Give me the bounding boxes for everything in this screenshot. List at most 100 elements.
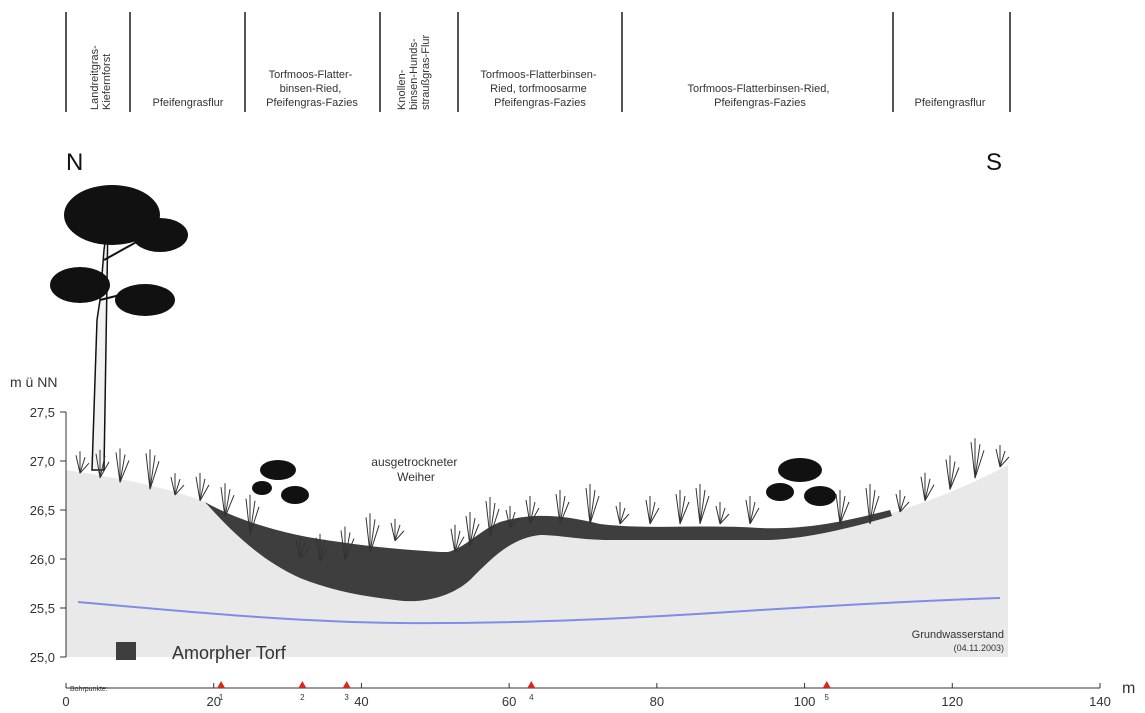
shrub-foliage: [778, 458, 822, 482]
vegetation-header: Landreitgras- Kiefernforst Pfeifengrasfl…: [65, 12, 1011, 112]
unit-line: Torfmoos-Flatter-: [269, 69, 353, 81]
grass-tuft: [920, 472, 935, 501]
shrub-foliage: [252, 481, 272, 495]
tree-canopy: [132, 218, 188, 252]
pine-tree-illustration: [50, 185, 188, 471]
y-axis-label: m ü NN: [10, 374, 57, 390]
tree-canopy: [115, 284, 175, 316]
unit-line: Pfeifengras-Fazies: [266, 97, 358, 109]
unit-landreitgras-kiefernforst: Landreitgras- Kiefernforst: [89, 42, 113, 110]
groundwater-label: Grundwasserstand: [912, 629, 1004, 641]
unit-line: Pfeifengras-Fazies: [714, 97, 806, 109]
grass-tuft: [585, 484, 600, 525]
grass-tuft: [895, 490, 910, 513]
amorphous-peat-layer: [205, 502, 892, 602]
x-tick-label: 100: [794, 694, 816, 709]
grass-tuft: [615, 502, 630, 525]
groundwater-line: [77, 597, 1001, 625]
unit-line: Pfeifengrasflur: [153, 97, 224, 109]
grass-tuft: [645, 496, 660, 525]
bohrpunkte-label: Bohrpunkte:: [70, 686, 108, 693]
borehole-marker: [822, 681, 831, 688]
borehole-marker: [527, 681, 536, 688]
grass-tuft: [295, 536, 310, 559]
grass-tuft: [390, 518, 405, 542]
grass-tuft: [715, 502, 730, 525]
legend-peat-label: Amorpher Torf: [172, 643, 287, 663]
unit-line: Pfeifengras-Fazies: [494, 97, 586, 109]
tree-canopy: [50, 267, 110, 303]
shrub-foliage: [766, 483, 794, 501]
unit-pfeifengrasflur-1: Pfeifengrasflur: [153, 97, 224, 109]
grass-tuft: [450, 524, 465, 553]
y-tick-label: 26,0: [30, 552, 55, 567]
grass-tuft: [485, 497, 500, 538]
borehole-number: 3: [344, 693, 349, 702]
y-tick-label: 27,5: [30, 405, 55, 420]
grass-tuft: [115, 448, 130, 483]
x-tick-label: 120: [941, 694, 963, 709]
grass-tuft: [745, 496, 760, 525]
y-ticks: 27,5 27,0 26,5 26,0 25,5 25,0: [30, 405, 66, 665]
unit-line: Torfmoos-Flatterbinsen-: [480, 69, 596, 81]
borehole-number: 2: [300, 693, 305, 702]
grass-tuft: [245, 494, 260, 535]
unit-line: straußgras-Flur: [420, 34, 432, 110]
grass-tuft: [695, 484, 710, 525]
grass-tuft: [865, 484, 880, 525]
unit-torfmoos-flatterbinsen-ried-2: Torfmoos-Flatterbinsen- Ried, torfmoosar…: [480, 69, 599, 109]
unit-torfmoos-flatterbinsen-ried-3: Torfmoos-Flatterbinsen-Ried, Pfeifengras…: [688, 83, 833, 109]
unit-line: Pfeifengrasflur: [915, 97, 986, 109]
pond-label-line: ausgetrockneter: [371, 455, 457, 469]
borehole-marker: [298, 681, 307, 688]
grass-tuft: [465, 512, 480, 547]
shrub-illustration-left: [252, 460, 309, 504]
grass-tuft: [75, 451, 90, 474]
unit-line: binsen-Ried,: [280, 83, 342, 95]
shrub-foliage: [281, 486, 309, 504]
unit-line: Kiefernforst: [101, 54, 113, 110]
y-tick-label: 25,5: [30, 601, 55, 616]
borehole-number: 4: [529, 693, 534, 702]
shrub-foliage: [804, 486, 836, 506]
grass-vegetation: [75, 438, 1010, 562]
grass-tuft: [525, 496, 540, 525]
tree-trunk: [91, 219, 109, 471]
y-tick-label: 27,0: [30, 454, 55, 469]
grass-tuft: [970, 438, 985, 479]
y-axis: m ü NN 27,5 27,0 26,5 26,0 25,5 25,0: [10, 374, 67, 665]
grass-tuft: [220, 483, 235, 518]
borehole-number: 1: [219, 693, 224, 702]
shrub-illustration-right: [766, 458, 836, 506]
grass-tuft: [945, 455, 960, 490]
x-axis-unit: m: [1122, 680, 1135, 697]
unit-pfeifengrasflur-2: Pfeifengrasflur: [915, 97, 986, 109]
x-tick-label: 80: [650, 694, 664, 709]
unit-line: Knollen-: [396, 69, 408, 110]
grass-tuft: [95, 449, 110, 479]
grass-tuft: [340, 526, 355, 561]
shrub-foliage: [260, 460, 296, 480]
y-tick-label: 26,5: [30, 503, 55, 518]
grass-tuft: [365, 513, 380, 554]
grass-tuft: [170, 473, 185, 496]
pond-label-line: Weiher: [397, 470, 435, 484]
groundwater-date: (04.11.2003): [954, 643, 1004, 653]
north-label: N: [66, 149, 83, 176]
y-tick-label: 25,0: [30, 650, 55, 665]
x-tick-label: 0: [62, 694, 69, 709]
borehole-marker: [342, 681, 351, 688]
unit-line: Landreitgras-: [89, 45, 101, 110]
grass-tuft: [195, 472, 210, 502]
borehole-marker: [217, 681, 226, 688]
unit-line: binsen-Hunds-: [408, 38, 420, 110]
grass-tuft: [315, 533, 330, 562]
grass-tuft: [835, 490, 850, 525]
legend-peat-swatch: [116, 642, 136, 660]
grass-tuft: [995, 445, 1010, 468]
x-tick-label: 20: [206, 694, 220, 709]
